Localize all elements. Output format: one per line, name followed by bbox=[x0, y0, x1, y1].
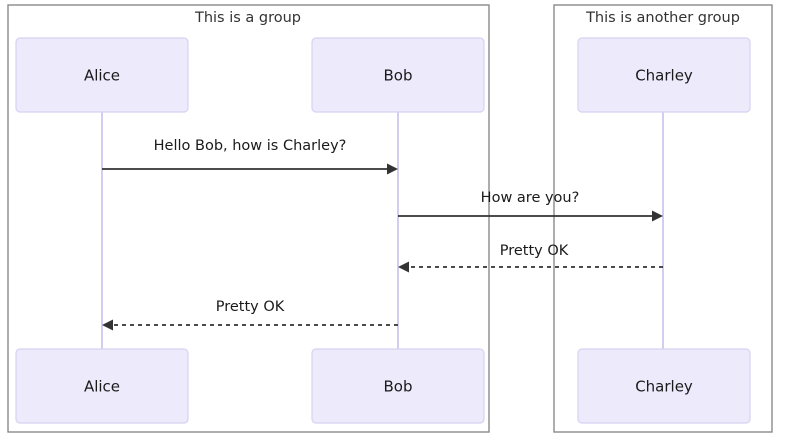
participant-charley-top[interactable]: Charley bbox=[577, 37, 751, 113]
participant-box-bob-bottom bbox=[311, 348, 485, 424]
message-label-2: How are you? bbox=[481, 190, 580, 206]
message-label-1: Hello Bob, how is Charley? bbox=[154, 138, 347, 154]
participant-box-bob-top bbox=[311, 37, 485, 113]
message-how-are-you[interactable]: How are you? bbox=[398, 190, 663, 222]
participant-label-alice-bottom: Alice bbox=[84, 378, 120, 396]
participant-label-charley-top: Charley bbox=[635, 67, 693, 85]
participant-label-bob-top: Bob bbox=[384, 67, 413, 85]
message-arrowhead-1 bbox=[387, 163, 398, 175]
participant-charley-bottom[interactable]: Charley bbox=[577, 348, 751, 424]
participant-box-alice-top bbox=[15, 37, 189, 113]
participant-label-bob-bottom: Bob bbox=[384, 378, 413, 396]
message-arrowhead-2 bbox=[652, 210, 663, 222]
message-hello-bob-how-is-charley[interactable]: Hello Bob, how is Charley? bbox=[102, 138, 398, 175]
message-label-4: Pretty OK bbox=[216, 299, 285, 315]
message-pretty-ok-charley-to-bob[interactable]: Pretty OK bbox=[398, 243, 663, 273]
participant-box-alice-bottom bbox=[15, 348, 189, 424]
message-arrowhead-3 bbox=[398, 261, 409, 273]
participant-label-charley-bottom: Charley bbox=[635, 378, 693, 396]
participant-box-charley-top bbox=[577, 37, 751, 113]
message-pretty-ok-bob-to-alice[interactable]: Pretty OK bbox=[102, 299, 398, 331]
participant-label-alice-top: Alice bbox=[84, 67, 120, 85]
message-label-3: Pretty OK bbox=[500, 243, 569, 259]
participant-bob-bottom[interactable]: Bob bbox=[311, 348, 485, 424]
participant-bob-top[interactable]: Bob bbox=[311, 37, 485, 113]
participant-box-charley-bottom bbox=[577, 348, 751, 424]
participant-alice-bottom[interactable]: Alice bbox=[15, 348, 189, 424]
message-arrowhead-4 bbox=[102, 319, 113, 331]
group-2-title: This is another group bbox=[585, 10, 740, 26]
participant-alice-top[interactable]: Alice bbox=[15, 37, 189, 113]
group-1-title: This is a group bbox=[194, 10, 301, 26]
